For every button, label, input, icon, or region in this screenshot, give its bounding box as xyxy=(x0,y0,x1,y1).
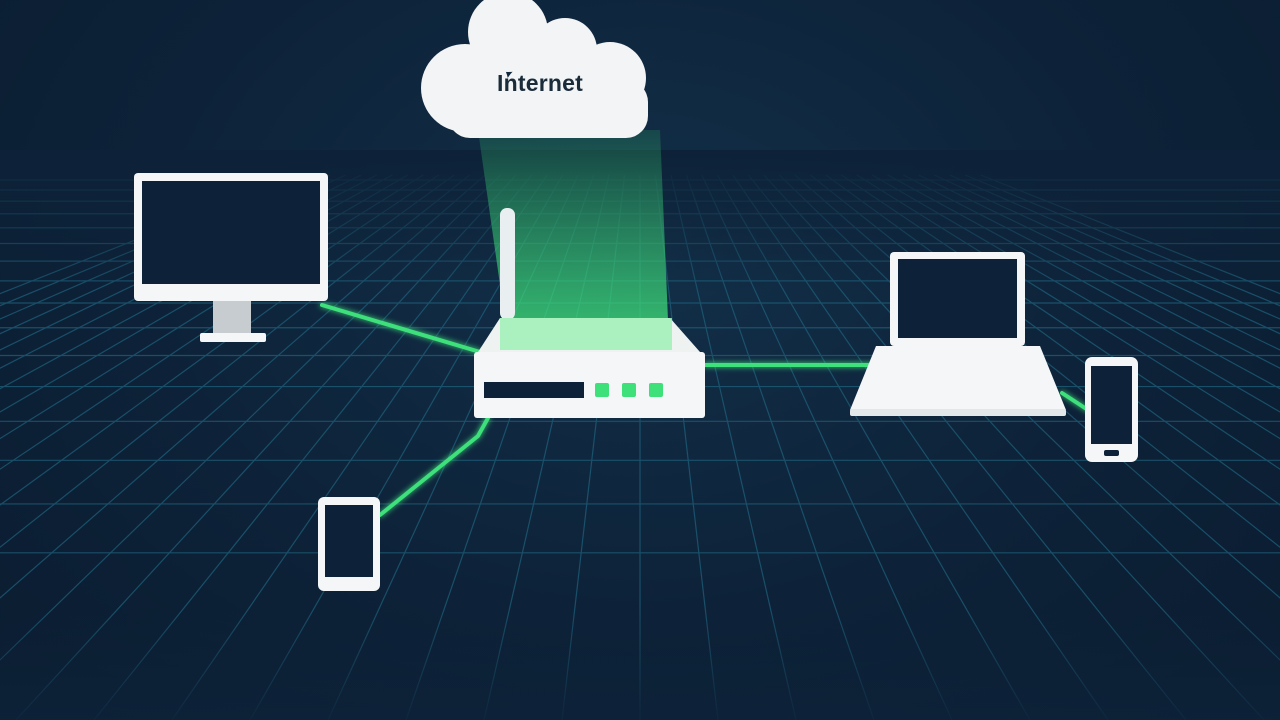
router-display xyxy=(484,382,584,398)
router-icon xyxy=(474,208,705,418)
signal-beam xyxy=(478,130,668,320)
smartphone-icon xyxy=(1085,357,1138,462)
cloud-label: Internet xyxy=(497,70,583,96)
status-led xyxy=(649,383,663,397)
desktop-monitor-icon xyxy=(134,173,328,342)
internet-cloud xyxy=(421,0,648,138)
router-status-leds xyxy=(595,383,663,397)
tablet-icon xyxy=(318,497,380,591)
connection-line-phone xyxy=(1060,391,1090,412)
connections xyxy=(320,303,1090,517)
status-led xyxy=(595,383,609,397)
laptop-icon xyxy=(850,252,1066,416)
status-led xyxy=(622,383,636,397)
connection-line-desktop xyxy=(320,303,482,354)
connection-line-tablet xyxy=(378,416,490,517)
